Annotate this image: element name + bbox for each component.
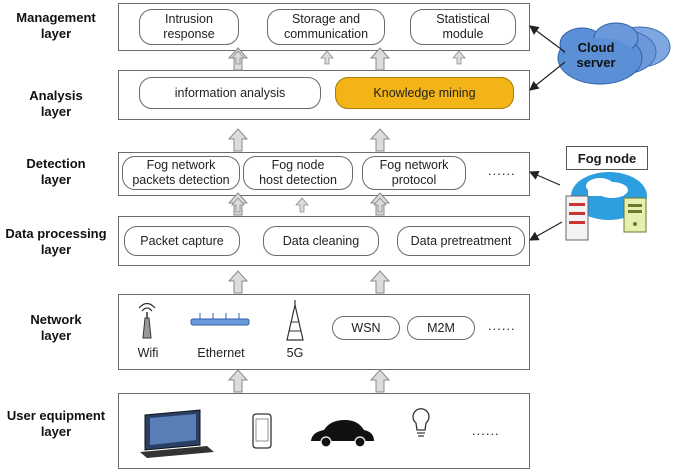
lightbulb-icon [412, 408, 430, 437]
data-cleaning-module: Data cleaning [263, 226, 379, 256]
data-pretreatment-module: Data pretreatment [397, 226, 525, 256]
wifi-label: Wifi [137, 346, 159, 360]
m2m-module: M2M [407, 316, 475, 340]
up-arrows [228, 47, 390, 393]
fog-network-protocol-module: Fog network protocol [362, 156, 466, 190]
cloud-to-management-arrow [529, 25, 566, 53]
cloud-server-label: Cloud server [576, 40, 616, 70]
statistical-module: Statistical module [410, 9, 516, 45]
information-analysis-module: information analysis [139, 77, 321, 109]
fog-to-processing-arrow [528, 221, 563, 241]
knowledge-mining-module: Knowledge mining [335, 77, 514, 109]
data-processing-layer-label: Data processing layer [5, 226, 107, 257]
user-equipment-layer-label: User equipment layer [6, 408, 106, 439]
ethernet-label: Ethernet [197, 346, 245, 360]
analysis-layer-label: Analysis layer [29, 88, 83, 119]
fog-node-icon [565, 172, 647, 241]
network-ellipsis: ...... [488, 318, 516, 333]
fog-network-packets-detection-module: Fog network packets detection [122, 156, 240, 190]
packet-capture-module: Packet capture [124, 226, 240, 256]
cloud-server-icon [557, 22, 671, 85]
fog-node-label: Fog node [566, 146, 648, 170]
wifi-icon [138, 302, 156, 339]
desktop-computer-icon [140, 409, 214, 458]
ethernet-icon [190, 313, 250, 326]
detection-layer-label: Detection layer [26, 156, 86, 187]
user-equipment-ellipsis: ...... [472, 423, 500, 438]
car-icon [311, 420, 374, 448]
wsn-module: WSN [332, 316, 400, 340]
5g-tower-icon [286, 300, 304, 341]
fog-node-host-detection-module: Fog node host detection [243, 156, 353, 190]
management-layer-label: Management layer [16, 10, 96, 41]
detection-ellipsis: ...... [488, 163, 516, 178]
network-layer-label: Network layer [30, 312, 82, 343]
mini-arrows [231, 50, 466, 213]
storage-communication-module: Storage and communication [267, 9, 385, 45]
5g-label: 5G [286, 346, 304, 360]
intrusion-response-module: Intrusion response [139, 9, 239, 45]
cloud-to-analysis-arrow [529, 61, 566, 91]
smartphone-icon [252, 413, 272, 449]
fog-to-detection-arrow [528, 170, 561, 186]
